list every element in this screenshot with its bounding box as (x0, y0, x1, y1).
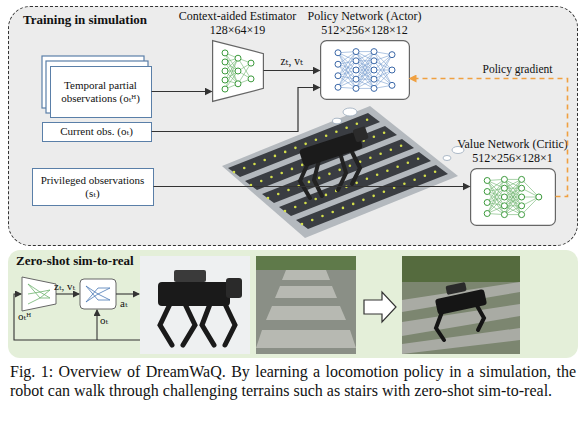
data-flow-arrow (152, 91, 212, 92)
gradient-arrow (410, 79, 568, 197)
net-neuron (222, 86, 228, 92)
net-neuron (371, 67, 377, 73)
network-shape (212, 40, 264, 102)
net-neuron (222, 77, 228, 83)
net-neuron (389, 82, 395, 88)
signal-label: oₜ (100, 314, 108, 326)
net-neuron (484, 210, 490, 216)
box-outline (470, 168, 555, 225)
observation-box: Privileged observations (sₜ) (32, 168, 154, 206)
figure-caption: Fig. 1: Overview of DreamWaQ. By learnin… (10, 362, 576, 400)
layer-sizes: 128×64×19 (152, 24, 324, 38)
network-block: Context-aided Estimator128×64×19 (212, 40, 264, 102)
network-heading: Policy Network (Actor)512×256×128×12 (260, 10, 470, 38)
network-name: Value Network (Critic) (410, 138, 586, 152)
net-neuron (248, 60, 254, 66)
network-name: Policy Network (Actor) (260, 10, 470, 24)
box-label: Temporal partial observations (oₜᴴ) (53, 79, 149, 104)
net-neuron (353, 57, 359, 63)
net-neuron (335, 49, 341, 55)
net-neuron (222, 68, 228, 74)
network-name: Context-aided Estimator (152, 10, 324, 24)
section-title: Training in simulation (23, 13, 147, 27)
data-flow-arrow (264, 70, 320, 71)
net-neuron (371, 76, 377, 82)
net-link (374, 54, 392, 79)
section-band: Training in simulationTemporal partial o… (8, 6, 578, 246)
net-neuron (235, 68, 241, 74)
network-block: Policy Network (Actor)512×256×128×12 (320, 40, 410, 100)
title-text: Training in simulation (23, 13, 147, 27)
network-heading: Value Network (Critic)512×256×128×1 (410, 138, 586, 166)
observation-box: Current obs. (oₜ) (42, 122, 152, 142)
net-neuron (353, 48, 359, 54)
net-neuron (248, 75, 254, 81)
net-neuron (222, 49, 228, 55)
box-label: Privileged observations (sₜ) (35, 174, 151, 199)
network-shape (470, 168, 556, 226)
net-neuron (518, 202, 524, 208)
net-neuron (501, 202, 507, 208)
box-outline (320, 40, 409, 99)
net-neuron (222, 58, 228, 64)
trapezoid-outline (212, 40, 263, 101)
layer-sizes: 512×256×128×1 (410, 152, 586, 166)
signal-label: oₜᴴ (18, 310, 31, 322)
layer-sizes: 512×256×128×12 (260, 24, 470, 38)
net-neuron (518, 185, 524, 191)
net-link (356, 60, 374, 88)
observation-box: Temporal partial observations (oₜᴴ) (50, 66, 152, 118)
net-neuron (501, 185, 507, 191)
net-neuron (371, 48, 377, 54)
net-neuron (518, 211, 524, 217)
net-neuron (484, 199, 490, 205)
net-link (504, 188, 521, 214)
net-neuron (501, 211, 507, 217)
box-label: Current obs. (oₜ) (60, 125, 133, 137)
signal-label: zₜ, vₜ (54, 280, 75, 292)
net-neuron (371, 85, 377, 91)
net-neuron (353, 76, 359, 82)
net-neuron (518, 194, 524, 200)
data-flow-arrow (154, 186, 470, 187)
net-neuron (535, 194, 541, 200)
net-neuron (335, 61, 341, 67)
net-neuron (501, 194, 507, 200)
net-neuron (335, 84, 341, 90)
signal-label: aₜ (120, 297, 128, 309)
net-neuron (235, 80, 241, 86)
edge-label: zₜ, vₜ (281, 55, 303, 68)
network-shape (320, 40, 410, 100)
network-block: Value Network (Critic)512×256×128×1 (470, 168, 556, 226)
net-neuron (501, 176, 507, 182)
net-neuron (484, 177, 490, 183)
net-neuron (353, 67, 359, 73)
net-neuron (335, 72, 341, 78)
network-heading: Context-aided Estimator128×64×19 (152, 10, 324, 38)
net-neuron (235, 55, 241, 61)
section-band: Zero-shot sim-to-real (8, 250, 578, 358)
section-title: Zero-shot sim-to-real (16, 254, 134, 268)
net-neuron (353, 85, 359, 91)
data-flow-arrow (152, 88, 320, 132)
title-text: Zero-shot sim-to-real (16, 254, 134, 268)
net-neuron (518, 176, 524, 182)
edge-label: Policy gradient (483, 63, 553, 76)
net-neuron (371, 57, 377, 63)
net-neuron (389, 51, 395, 57)
net-neuron (484, 188, 490, 194)
net-neuron (389, 67, 395, 73)
